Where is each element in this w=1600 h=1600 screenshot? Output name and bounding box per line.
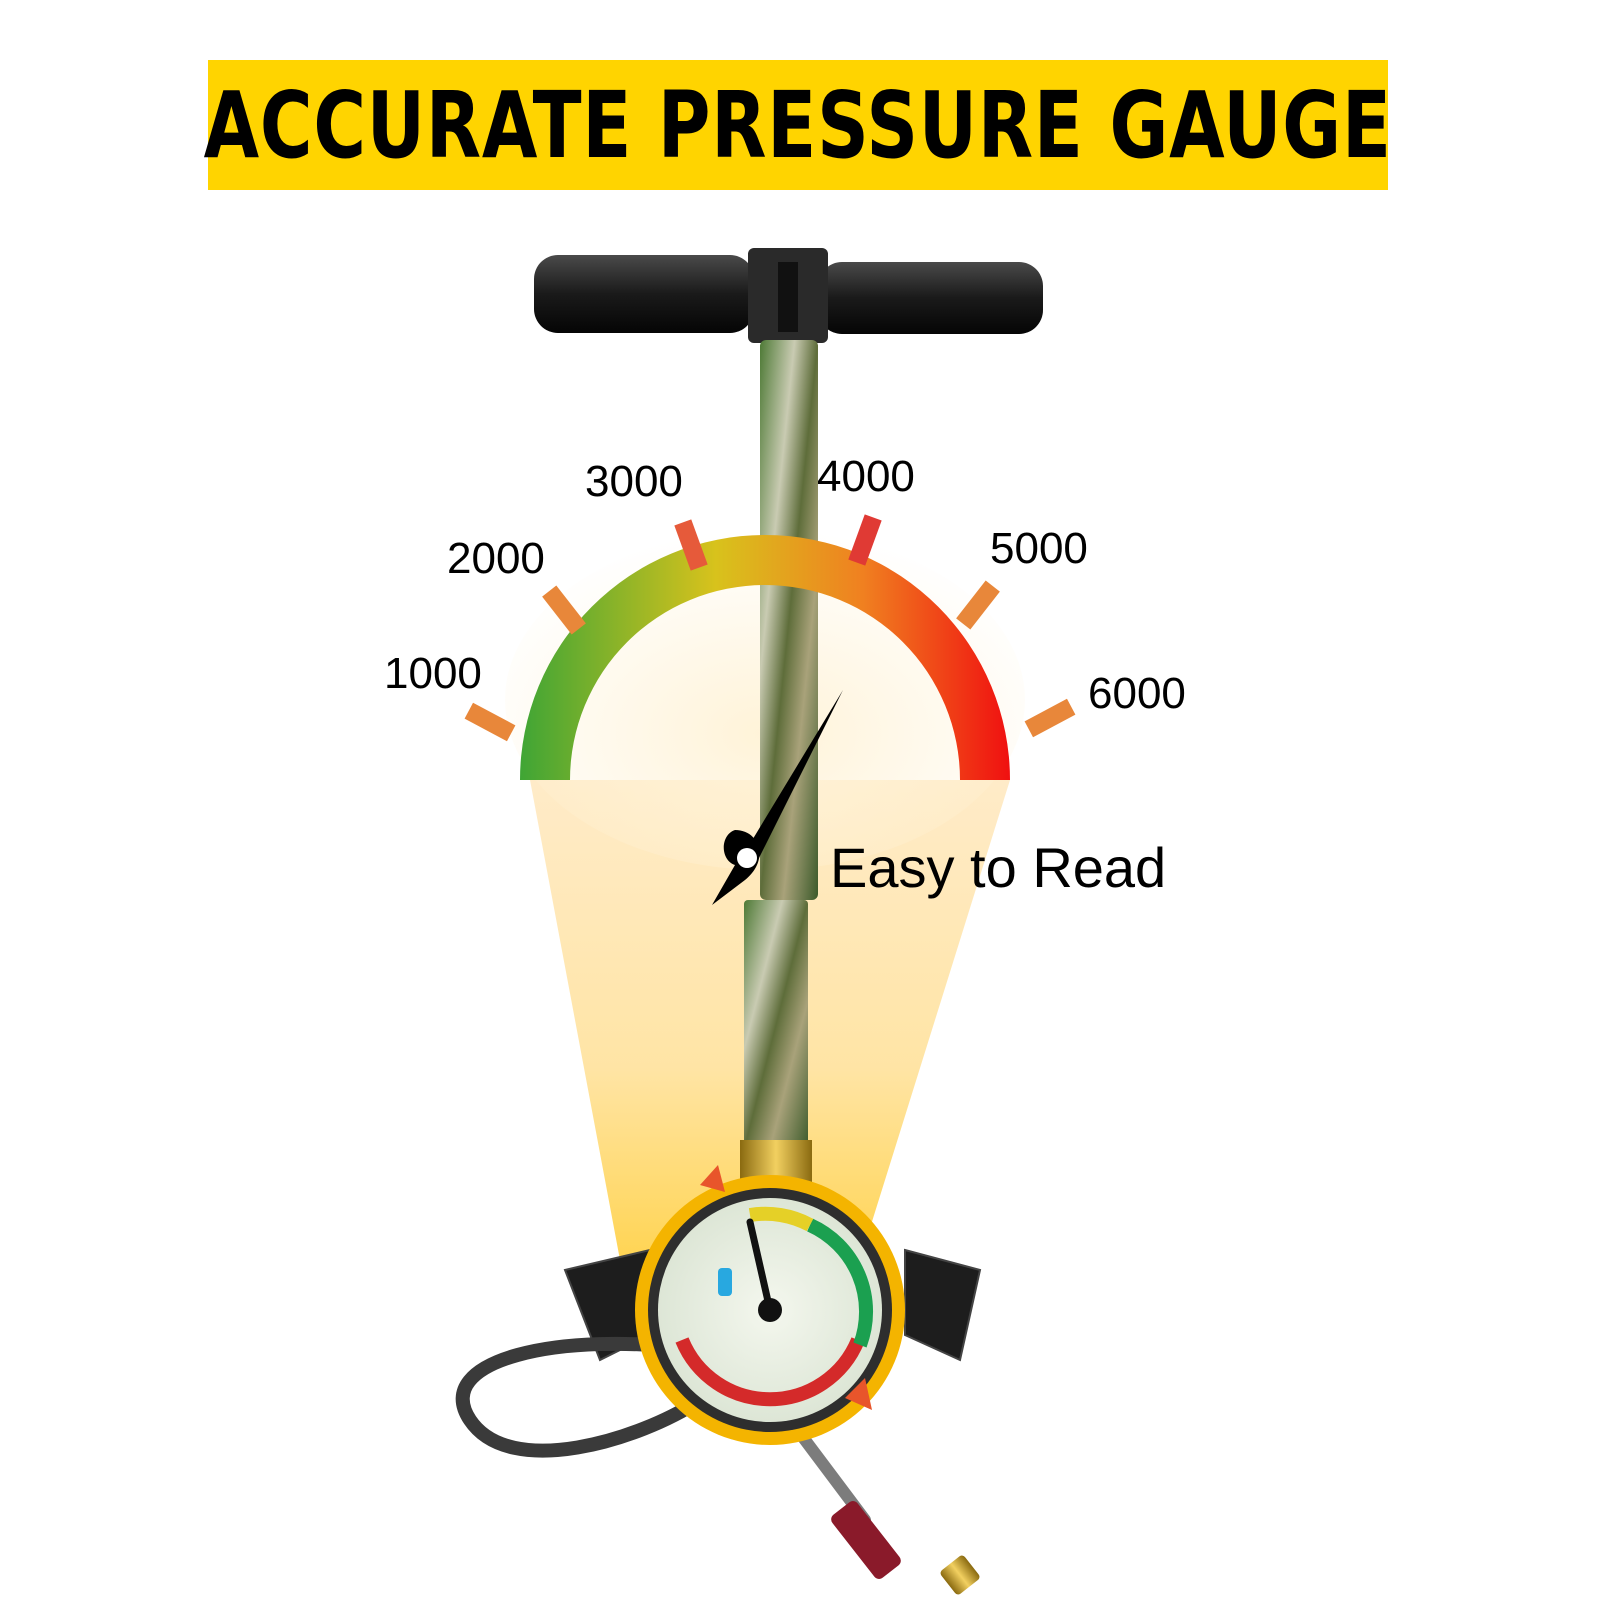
title-banner: ACCURATE PRESSURE GAUGE	[204, 60, 1391, 190]
banner-title: ACCURATE PRESSURE GAUGE	[203, 71, 1393, 179]
pump-gauge	[635, 1165, 905, 1445]
tick-label-4000: 4000	[817, 452, 915, 501]
easy-to-read-callout: Easy to Read	[830, 836, 1167, 899]
dial-arc	[520, 535, 1010, 780]
tick-label-2000: 2000	[447, 534, 545, 583]
tick-label-5000: 5000	[990, 524, 1088, 573]
base-feet	[563, 1248, 982, 1362]
dial-needle	[712, 690, 843, 905]
lower-shaft	[744, 900, 808, 1150]
dial-tick-1000	[464, 702, 516, 742]
left-grip	[534, 255, 754, 333]
dial-tick-3000	[674, 519, 708, 571]
dial-tick-6000	[1024, 698, 1076, 738]
dial-tick-2000	[542, 585, 586, 635]
coiled-hose	[455, 1336, 707, 1458]
dial-ticks	[464, 514, 1076, 742]
tick-label-1000: 1000	[384, 649, 482, 698]
handle-cap	[778, 262, 798, 332]
dial-tick-5000	[956, 580, 1000, 630]
brass-tip	[940, 1555, 980, 1595]
right-grip	[818, 262, 1043, 334]
t-handle	[534, 248, 1043, 343]
dial-tick-4000	[848, 514, 882, 566]
tick-label-6000: 6000	[1088, 669, 1186, 718]
tick-label-3000: 3000	[585, 457, 683, 506]
red-fitting	[831, 1501, 901, 1579]
